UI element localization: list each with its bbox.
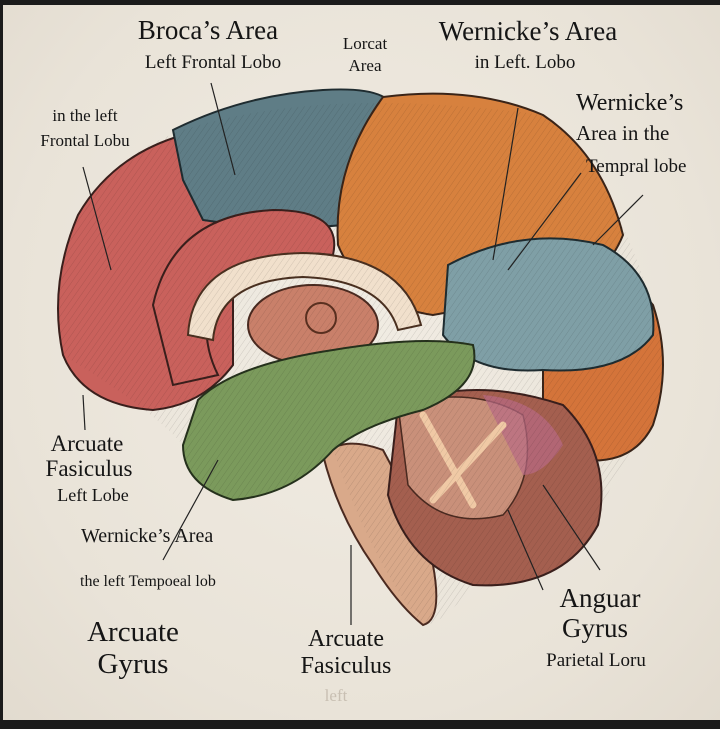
angular-gyrus-line2: Gyrus (562, 613, 628, 643)
wernicke-area-subtitle: in Left. Lobo (474, 52, 576, 73)
angular-gyrus-line1: Anguar (559, 583, 641, 613)
faint-label: left (324, 686, 348, 705)
arcuate-left-line3: Left Lobe (57, 485, 129, 505)
frontal-label-line2: Frontal Lobu (40, 131, 130, 150)
frontal-label-line1: in the left (52, 106, 118, 125)
brain-diagram: Broca’s Area Left Frontal Lobo Lorcat Ar… (3, 5, 720, 720)
leader-lines (82, 82, 644, 625)
broca-area-subtitle: Left Frontal Lobo (144, 52, 282, 73)
arcuate-center-line2: Fasiculus (300, 653, 392, 679)
brain-illustration (57, 82, 664, 627)
arcuate-left-line2: Fasiculus (45, 456, 133, 481)
angular-gyrus-line3: Parietal Loru (546, 650, 646, 671)
wernicke-area-title: Wernicke’s Area (438, 16, 618, 46)
arcuate-left-line1: Arcuate (50, 431, 124, 456)
wernicke-right-line2: Area in the (576, 121, 670, 145)
arcuate-gyrus-line1: Arcuate (87, 616, 179, 648)
lorcat-label-line1: Lorcat (342, 34, 388, 53)
broca-area-title: Broca’s Area (137, 15, 279, 45)
wernicke-lower-label: Wernicke’s Area (81, 525, 214, 547)
wernicke-right-line3: Tempral lobe (586, 156, 687, 177)
lorcat-label-line2: Area (348, 56, 382, 75)
arcuate-center-line1: Arcuate (308, 626, 384, 652)
wernicke-right-line1: Wernicke’s (576, 90, 684, 116)
temporal-lower-label: the left Tempoeal lob (80, 573, 216, 590)
arcuate-gyrus-line2: Gyrus (97, 648, 169, 680)
